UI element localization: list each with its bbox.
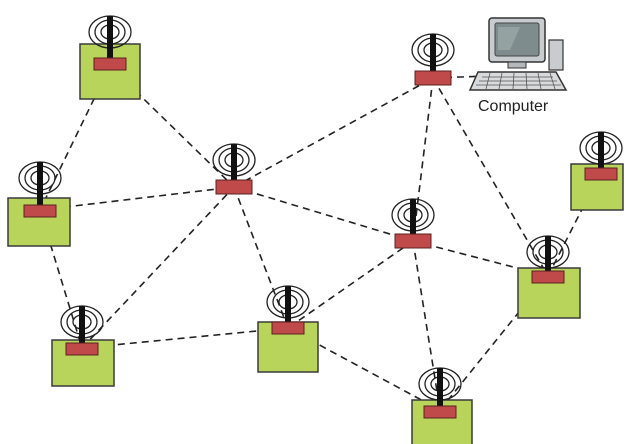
wireless-link <box>81 327 289 349</box>
sensor-node-bottom-left <box>51 305 115 387</box>
wireless-link <box>39 186 235 211</box>
antenna-icon <box>437 368 443 410</box>
radio-module-icon <box>93 57 127 71</box>
computer-icon <box>468 17 568 91</box>
router-center-left <box>212 143 256 195</box>
wireless-link <box>233 186 414 242</box>
antenna-icon <box>545 236 551 275</box>
router-center-right <box>391 198 435 249</box>
wireless-link <box>412 77 434 242</box>
antenna-icon <box>410 199 416 237</box>
sensor-node-body <box>7 197 71 247</box>
network-nodes <box>7 15 624 444</box>
wireless-link <box>432 75 489 79</box>
radio-module-icon <box>65 342 99 356</box>
antenna-icon <box>285 286 291 326</box>
wireless-link <box>81 186 235 349</box>
antenna-icon <box>231 144 237 183</box>
wireless-link <box>439 275 549 411</box>
wireless-link <box>233 186 289 329</box>
sensor-node-left <box>7 161 71 247</box>
sensor-node-bottom <box>411 367 473 444</box>
wireless-link <box>432 77 549 277</box>
sensor-node-center-bottom <box>257 285 319 373</box>
antenna-icon <box>37 162 43 209</box>
computer-label: Computer <box>478 98 549 115</box>
sensor-node-right <box>517 235 581 319</box>
network-links <box>39 65 602 411</box>
radio-module-icon <box>531 270 565 284</box>
wireless-link <box>287 240 414 329</box>
antenna-icon <box>79 306 85 347</box>
antenna-icon <box>598 132 604 172</box>
mesh-router-icon <box>394 233 432 249</box>
sensor-node-top-left <box>79 15 141 100</box>
mesh-router-icon <box>215 179 253 195</box>
radio-module-icon <box>584 167 618 181</box>
radio-module-icon <box>423 405 457 419</box>
radio-module-icon <box>23 204 57 218</box>
sensor-node-far-right <box>570 131 624 211</box>
mesh-router-icon <box>414 70 452 86</box>
wireless-link <box>233 77 434 188</box>
antenna-icon <box>430 34 436 74</box>
antenna-icon <box>107 16 113 62</box>
radio-module-icon <box>271 321 305 335</box>
router-top <box>411 33 455 86</box>
wireless-link <box>412 240 441 411</box>
